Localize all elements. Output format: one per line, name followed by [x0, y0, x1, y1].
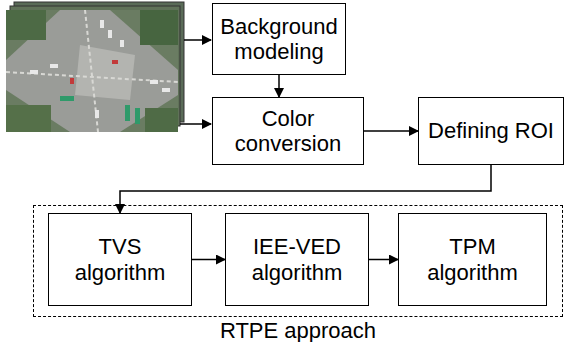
flow-arrow [364, 130, 418, 132]
flow-arrow [369, 259, 398, 261]
input-arrow [180, 123, 211, 125]
box-label: Defining ROI [428, 118, 554, 143]
algorithm-box: TVS algorithm [48, 213, 192, 306]
process-box: Color conversion [212, 97, 364, 165]
box-label: Background modeling [219, 14, 339, 65]
box-label: IEE-VED algorithm [232, 234, 362, 285]
input-arrow [184, 39, 211, 41]
group-label: RTPE approach [34, 318, 562, 342]
flow-arrow [278, 75, 280, 97]
group-frame: RTPE approachTVS algorithmIEE-VED algori… [33, 205, 563, 317]
box-label: TPM algorithm [405, 234, 540, 285]
algorithm-box: TPM algorithm [398, 213, 547, 306]
process-box: Defining ROI [418, 97, 564, 165]
process-box: Background modeling [212, 3, 346, 75]
flow-arrow [192, 259, 225, 261]
video-frames [6, 2, 184, 132]
box-label: Color conversion [219, 106, 357, 157]
algorithm-box: IEE-VED algorithm [225, 213, 369, 306]
box-label: TVS algorithm [55, 234, 185, 285]
